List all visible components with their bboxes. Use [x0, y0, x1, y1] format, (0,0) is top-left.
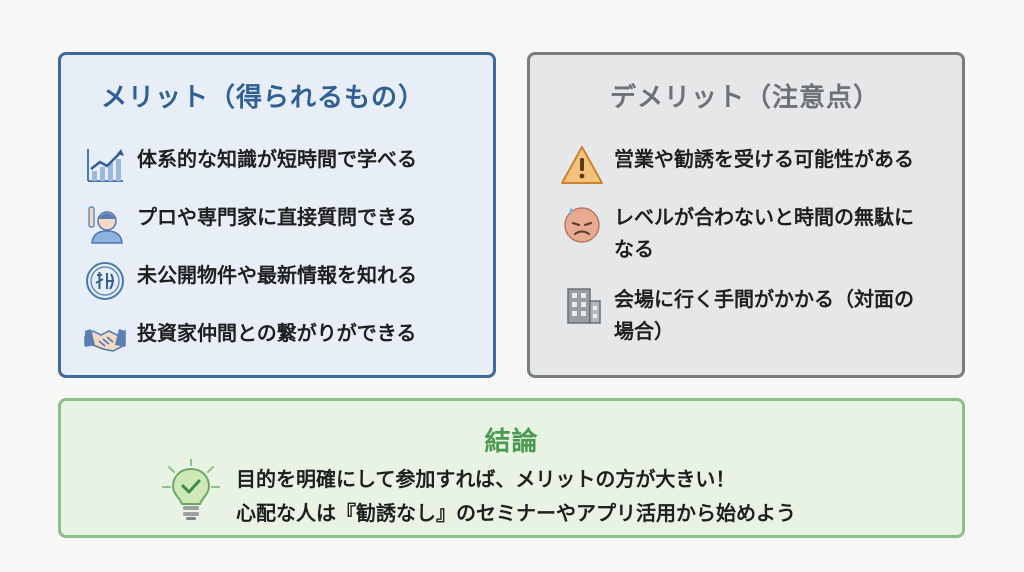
conclusion-line: 心配な人は『勧誘なし』のセミナーやアプリ活用から始めよう [236, 501, 796, 525]
demerit-item: 営業や勧誘を受ける可能性がある [560, 143, 914, 187]
demerit-item-text: レベルが合わないと時間の無駄に なる [614, 201, 914, 265]
lightbulb-check-icon [162, 459, 220, 520]
merit-item: プロや専門家に直接質問できる [83, 201, 417, 245]
demerit-item: 会場に行く手間がかかる（対面の 場合） [560, 283, 914, 347]
sweat-face-icon [564, 207, 600, 243]
demerit-title: デメリット（注意点） [610, 83, 881, 113]
demerit-item-line: レベルが合わないと時間の無駄に [614, 205, 914, 229]
merit-item-text: 投資家仲間との繋がりができる [137, 321, 417, 345]
merit-item-text: 体系的な知識が短時間で学べる [137, 147, 417, 171]
handshake-icon [84, 329, 126, 352]
conclusion-title: 結論 [484, 427, 539, 457]
demerit-item-text: 営業や勧誘を受ける可能性がある [614, 143, 914, 175]
merit-title: メリット（得られるもの） [101, 83, 426, 113]
secret-seal-icon [86, 262, 124, 300]
chart-growth-icon [87, 149, 124, 182]
demerit-item-line: なる [614, 237, 654, 261]
demerit-panel: デメリット（注意点） 営業や勧誘を受ける可能性がある レベルが合わないと時間の無… [527, 52, 965, 378]
merit-item: 投資家仲間との繋がりができる [83, 317, 416, 361]
merit-item-text: 未公開物件や最新情報を知れる [137, 263, 417, 287]
demerit-item-line: 場合） [614, 319, 674, 343]
merit-item: 未公開物件や最新情報を知れる [83, 259, 417, 303]
building-icon [567, 288, 601, 324]
conclusion-line: 目的を明確にして参加すれば、メリットの方が大きい！ [236, 467, 736, 491]
demerit-item-line: 営業や勧誘を受ける可能性がある [614, 147, 914, 171]
warning-icon [561, 146, 603, 184]
demerit-item-text: 会場に行く手間がかかる（対面の 場合） [614, 283, 914, 347]
merit-item-text: プロや専門家に直接質問できる [137, 205, 417, 229]
conclusion-panel: 結論 目的を明確にして参加すれば、メリットの方が大きい！ 心配な人は『勧誘なし』… [58, 398, 965, 538]
merit-item: 体系的な知識が短時間で学べる [83, 143, 417, 187]
demerit-item: レベルが合わないと時間の無駄に なる [560, 201, 914, 265]
merit-panel: メリット（得られるもの） 体系的な知識が短時間で学べる プロや専門家に直接質問で… [58, 52, 496, 378]
demerit-item-line: 会場に行く手間がかかる（対面の [614, 287, 914, 311]
person-raising-hand-icon [88, 206, 123, 244]
